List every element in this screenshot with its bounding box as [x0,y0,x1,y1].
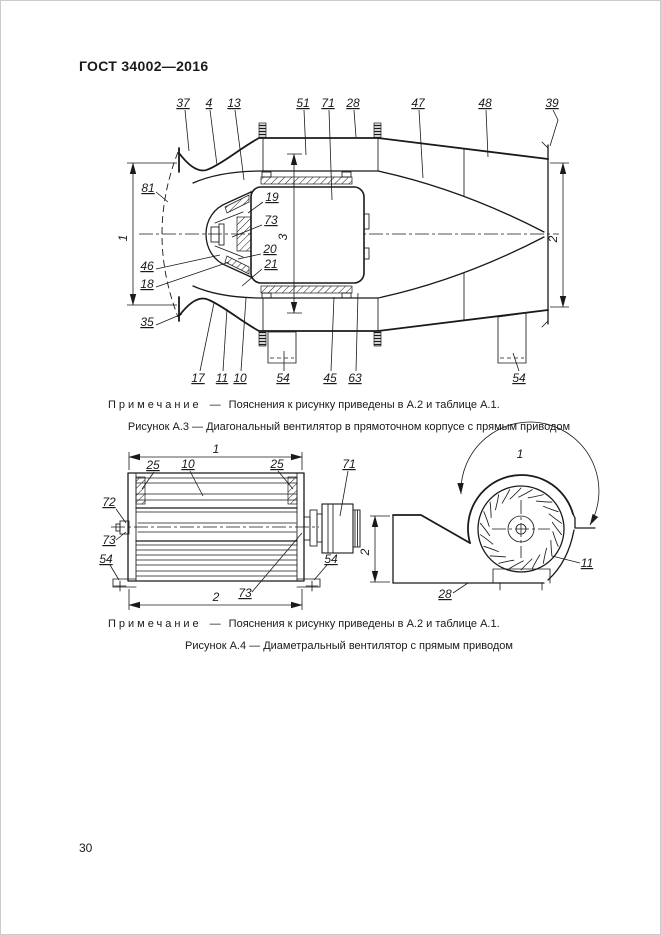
label-10: 10 [181,457,195,471]
label-73: 73 [264,213,278,227]
label-71: 71 [321,96,334,110]
label-35: 35 [140,315,154,329]
figure-a4-drawing: 1 2 25 10 25 71 [99,421,600,610]
label-11: 11 [216,371,228,385]
position-labels: 37 4 13 51 71 28 47 48 39 81 46 18 35 19… [140,96,559,385]
label-48: 48 [478,96,492,110]
label-54-right: 54 [324,552,338,566]
label-37: 37 [176,96,191,110]
a4-dim-2-label: 2 [212,590,220,604]
a4-impeller [477,485,565,573]
figure-a4-caption: Рисунок А.4 — Диаметральный вентилятор с… [185,640,513,652]
note-label: Примечание [108,399,202,411]
figure-a4-note: Примечание — Пояснения к рисунку приведены… [108,618,500,630]
a4-arc-dim-label: 1 [517,447,524,461]
label-21: 21 [263,257,277,271]
dim-1-label: 1 [116,235,130,242]
a4-dim-1: 1 [128,442,303,470]
leader-lines [155,109,559,372]
a4-left-labels: 25 10 25 71 72 73 54 54 73 [99,457,355,600]
label-19: 19 [265,190,279,204]
note-dash: — [209,618,221,630]
impeller-hub [205,190,252,279]
dimension-2-right: 2 [546,162,569,308]
figure-a3-caption: Рисунок А.3 — Диагональный вентилятор в … [127,421,571,433]
label-71: 71 [342,457,355,471]
note-text: Пояснения к рисунку приведены в А.2 и та… [228,399,500,411]
label-54-right: 54 [512,371,526,385]
a4-dim-2: 2 [128,589,303,610]
dim-3-label: 3 [276,233,290,240]
casing-studs [258,122,382,347]
label-81: 81 [141,181,154,195]
a4-right-dim-2-label: 2 [358,548,372,556]
label-45: 45 [323,371,337,385]
outlet-flange [541,141,549,328]
note-text: Пояснения к рисунку приведены в А.2 и та… [228,618,500,630]
label-28: 28 [345,96,360,110]
label-72: 72 [102,495,116,509]
figure-a3-note: Примечание — Пояснения к рисунку приведены… [108,399,500,411]
page-header: ГОСТ 34002—2016 [79,58,209,74]
label-54-left: 54 [276,371,290,385]
figure-a3-drawing: 1 2 3 [116,96,569,385]
label-28: 28 [437,587,452,601]
label-11: 11 [581,556,593,570]
label-17: 17 [191,371,206,385]
label-18: 18 [140,277,154,291]
label-20: 20 [262,242,277,256]
a4-right-view: 1 2 11 28 [358,421,600,601]
dim-2-label: 2 [546,235,560,243]
page-number: 30 [79,841,93,855]
label-39: 39 [545,96,559,110]
fan-casing-outline [178,137,549,332]
label-4: 4 [206,96,213,110]
a4-arc-dim-1: 1 [457,421,600,526]
label-63: 63 [348,371,362,385]
label-13: 13 [227,96,241,110]
label-73-bottom: 73 [238,586,252,600]
a4-right-leaders [452,555,581,594]
note-dash: — [209,399,221,411]
inlet-bell-arc [161,151,179,318]
electric-motor [250,171,370,299]
a4-dim-1-label: 1 [213,442,220,456]
a4-left-leaders [109,470,349,593]
label-73-left: 73 [102,533,116,547]
a4-feet [112,578,321,592]
label-46: 46 [140,259,154,273]
label-25-left: 25 [145,458,160,472]
label-10: 10 [233,371,247,385]
dimension-3-inner: 3 [276,153,302,314]
a4-scroll-casing [392,474,596,591]
note-label: Примечание [108,618,202,630]
dimension-1-left: 1 [116,162,177,306]
label-54-left: 54 [99,552,113,566]
label-51: 51 [296,96,309,110]
label-47: 47 [411,96,426,110]
label-25-right: 25 [269,457,284,471]
a4-right-dim-2: 2 [358,515,390,583]
support-feet [267,312,527,364]
a4-motor [303,503,361,554]
a4-left-view: 1 2 25 10 25 71 [99,442,361,610]
